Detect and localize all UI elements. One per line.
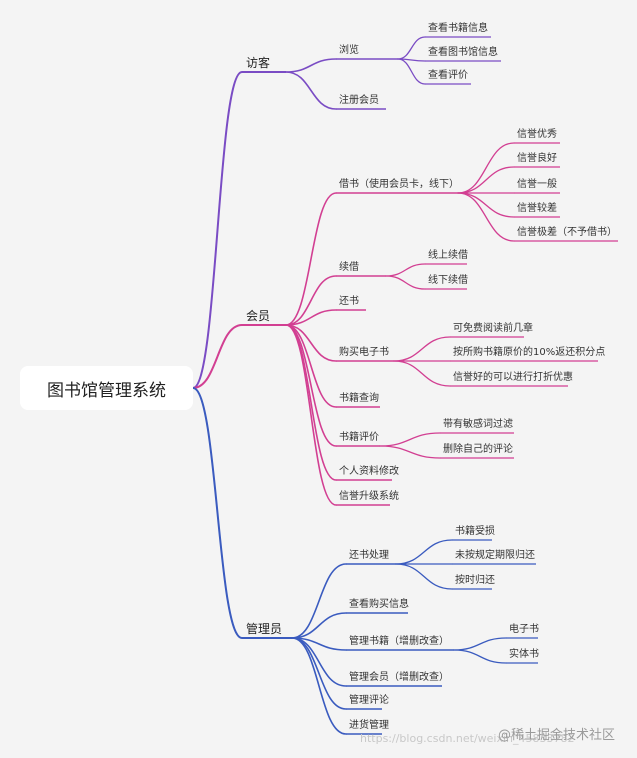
branch-node-admin[interactable]: 管理员 bbox=[246, 622, 283, 636]
watermark-brand: @稀土掘金技术社区 bbox=[498, 728, 616, 743]
subtopic-node[interactable]: 线下续借 bbox=[428, 275, 468, 286]
connector-l3 bbox=[379, 432, 441, 447]
topic-node[interactable]: 还书处理 bbox=[349, 550, 389, 561]
connector-l3 bbox=[397, 36, 426, 60]
subtopic-node[interactable]: 信誉一般 bbox=[517, 179, 557, 190]
subtopic-node[interactable]: 删除自己的评论 bbox=[443, 444, 513, 455]
connector-l2 bbox=[285, 324, 337, 506]
topic-node[interactable]: 书籍查询 bbox=[339, 393, 379, 404]
connector-l2 bbox=[285, 58, 337, 73]
topic-node[interactable]: 进货管理 bbox=[349, 720, 389, 731]
subtopic-node[interactable]: 信誉好的可以进行打折优惠 bbox=[453, 372, 573, 383]
topic-node[interactable]: 个人资料修改 bbox=[339, 466, 399, 477]
connector-l2 bbox=[285, 324, 337, 408]
subtopic-node[interactable]: 未按规定期限归还 bbox=[455, 550, 535, 561]
topic-node[interactable]: 购买电子书 bbox=[339, 347, 389, 358]
branch-node-visitor[interactable]: 访客 bbox=[246, 56, 271, 70]
topic-node[interactable]: 借书（使用会员卡，线下） bbox=[339, 179, 459, 190]
topic-node[interactable]: 管理会员（增删改查） bbox=[349, 672, 449, 683]
connector-l2 bbox=[285, 324, 337, 481]
topic-node[interactable]: 注册会员 bbox=[339, 95, 379, 106]
topic-node[interactable]: 信誉升级系统 bbox=[339, 491, 399, 502]
subtopic-node[interactable]: 查看图书馆信息 bbox=[428, 47, 498, 58]
connector-l3 bbox=[393, 336, 451, 362]
connector-l2 bbox=[291, 637, 347, 735]
connector-l3 bbox=[453, 649, 507, 664]
connector-l3 bbox=[457, 142, 515, 194]
topic-node[interactable]: 管理评论 bbox=[349, 695, 389, 706]
connector-l3 bbox=[457, 166, 515, 194]
connector-l3 bbox=[395, 539, 453, 565]
subtopic-node[interactable]: 信誉较差 bbox=[517, 203, 557, 214]
subtopic-node[interactable]: 书籍受损 bbox=[455, 526, 495, 537]
subtopic-node[interactable]: 线上续借 bbox=[428, 250, 468, 261]
connector-l2 bbox=[291, 637, 347, 710]
subtopic-node[interactable]: 查看书籍信息 bbox=[428, 23, 488, 34]
connector-l2 bbox=[285, 192, 337, 326]
topic-node[interactable]: 还书 bbox=[339, 296, 359, 307]
topic-node[interactable]: 浏览 bbox=[339, 45, 359, 56]
branch-connector-member bbox=[192, 324, 243, 389]
root-node[interactable]: 图书馆管理系统 bbox=[20, 366, 193, 410]
subtopic-node[interactable]: 按时归还 bbox=[455, 575, 495, 586]
connector-l3 bbox=[457, 192, 515, 218]
subtopic-node[interactable]: 电子书 bbox=[509, 624, 539, 635]
subtopic-node[interactable]: 按所购书籍原价的10%返还积分点 bbox=[453, 347, 606, 358]
connector-l3 bbox=[397, 58, 426, 85]
subtopic-node[interactable]: 查看评价 bbox=[428, 70, 468, 81]
connector-l2 bbox=[285, 275, 337, 326]
connector-l2 bbox=[285, 324, 337, 362]
connector-l2 bbox=[291, 637, 347, 687]
connector-l3 bbox=[457, 192, 515, 242]
connector-l3 bbox=[385, 263, 426, 277]
branch-node-member[interactable]: 会员 bbox=[246, 309, 271, 323]
subtopic-node[interactable]: 带有敏感词过滤 bbox=[443, 419, 513, 430]
connector-l3 bbox=[385, 275, 426, 290]
subtopic-node[interactable]: 信誉良好 bbox=[517, 153, 557, 164]
topic-node[interactable]: 书籍评价 bbox=[339, 432, 379, 443]
connector-l3 bbox=[379, 445, 441, 459]
connector-l3 bbox=[393, 360, 451, 387]
connector-l2 bbox=[285, 309, 337, 326]
subtopic-node[interactable]: 可免费阅读前几章 bbox=[453, 323, 533, 334]
connector-l3 bbox=[395, 563, 453, 590]
subtopic-node[interactable]: 信誉极差（不予借书） bbox=[517, 227, 617, 238]
topic-node[interactable]: 续借 bbox=[339, 262, 359, 273]
watermark-url: https://blog.csdn.net/weixin_45833782 bbox=[360, 732, 575, 745]
connector-l2 bbox=[291, 612, 347, 639]
topic-node[interactable]: 管理书籍（增删改查） bbox=[349, 636, 449, 647]
subtopic-node[interactable]: 实体书 bbox=[509, 649, 539, 660]
branch-connector-admin bbox=[192, 387, 243, 639]
connector-l2 bbox=[285, 71, 337, 110]
branch-connector-visitor bbox=[192, 71, 243, 389]
topic-node[interactable]: 查看购买信息 bbox=[349, 599, 409, 610]
connector-l2 bbox=[291, 563, 347, 639]
connector-l3 bbox=[453, 637, 507, 651]
subtopic-node[interactable]: 信誉优秀 bbox=[517, 129, 557, 140]
